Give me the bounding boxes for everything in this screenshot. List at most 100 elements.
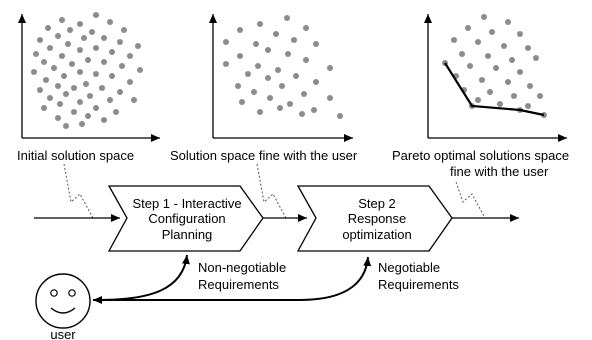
plot1-point — [93, 45, 99, 51]
plot3-point — [505, 79, 511, 85]
plot1-point — [65, 41, 71, 47]
plot3-point — [537, 93, 543, 99]
plot3-point — [451, 37, 457, 43]
plot3-point — [479, 77, 485, 83]
plot1-point — [107, 97, 113, 103]
plot3-point — [505, 19, 511, 25]
user-smile — [50, 307, 76, 314]
plot2-point — [237, 53, 243, 59]
plot3-point — [525, 103, 531, 109]
plot3-point — [525, 45, 531, 51]
plot3-point — [467, 63, 473, 69]
plot2-point — [253, 41, 259, 47]
plot-pareto-optimal — [424, 14, 567, 142]
user-label: user — [50, 327, 76, 340]
step1-line2: Configuration — [148, 211, 225, 226]
plot1-point — [71, 109, 77, 115]
plot2-point — [223, 39, 229, 45]
plot1-point — [99, 85, 105, 91]
plot1-point — [89, 29, 95, 35]
step2-line1: Step 2 — [358, 196, 396, 211]
pareto-front-line — [444, 62, 545, 117]
user-left-eye — [50, 289, 58, 297]
negotiable-label-line1: Negotiable — [378, 260, 440, 275]
plot3-point — [459, 51, 465, 57]
plot2-point — [337, 113, 343, 119]
plot2-point — [265, 75, 271, 81]
plot1-point — [41, 105, 47, 111]
plot1-point — [59, 53, 65, 59]
callout-plot3 — [455, 181, 486, 219]
plot2-point — [285, 51, 291, 57]
plot2-point — [303, 25, 309, 31]
plot1-point — [121, 27, 127, 33]
plot2-point — [291, 37, 297, 43]
plot1-point — [67, 27, 73, 33]
plot3-point — [493, 65, 499, 71]
step1-box: Step 1 - Interactive Configuration Plann… — [107, 185, 264, 252]
plot1-point — [81, 35, 87, 41]
plot1-point — [93, 12, 99, 18]
user-avatar — [35, 273, 91, 329]
plot1-point — [55, 83, 61, 89]
step2-line3: optimization — [342, 227, 411, 242]
plot2-point — [275, 67, 281, 73]
plot1-point — [37, 87, 43, 93]
plot3-point — [481, 14, 487, 20]
plot1-point — [131, 97, 137, 103]
non-negotiable-label-line2: Requirements — [198, 277, 279, 292]
callout-plot1 — [63, 163, 94, 219]
plot1-point — [61, 73, 67, 79]
plot2-point — [237, 27, 243, 33]
plot2-point — [223, 61, 229, 67]
plot1-point — [47, 95, 53, 101]
plot3-point — [487, 89, 493, 95]
plot1-point — [43, 77, 49, 83]
plot1-point — [83, 81, 89, 87]
plot2-point — [327, 65, 333, 71]
plot2-point — [293, 73, 299, 79]
plot2-points — [223, 15, 343, 119]
plot2-point — [303, 57, 309, 63]
step1-line1: Step 1 - Interactive — [132, 196, 241, 211]
plot-initial-solution-space — [18, 12, 160, 142]
plot1-points — [31, 12, 143, 129]
plot2-point — [301, 91, 307, 97]
plot1-point — [85, 113, 91, 119]
plot3-point — [527, 83, 533, 89]
plot1-point — [101, 35, 107, 41]
plot3-point — [475, 39, 481, 45]
plot2-point — [235, 83, 241, 89]
plot3-point — [517, 69, 523, 75]
plot3-point — [533, 55, 539, 61]
plot3-point — [489, 29, 495, 35]
plot1-point — [109, 49, 115, 55]
negotiable-label-line2: Requirements — [378, 277, 459, 292]
callout-plot2 — [256, 163, 287, 219]
plot3-points — [442, 14, 547, 118]
plot2-point — [313, 79, 319, 85]
plot1-point — [117, 39, 123, 45]
plot1-point — [31, 69, 37, 75]
plot3-point — [465, 25, 471, 31]
plot2-point — [279, 83, 285, 89]
plot3-point — [497, 101, 503, 107]
plot2-caption: Solution space fine with the user — [170, 148, 358, 163]
plot1-point — [45, 25, 51, 31]
non-negotiable-arrow — [97, 254, 190, 301]
plot1-point — [77, 47, 83, 53]
user-right-eye — [68, 289, 76, 297]
plot2-point — [255, 63, 261, 69]
plot2-point — [257, 21, 263, 27]
plot1-point — [93, 105, 99, 111]
plot1-point — [113, 109, 119, 115]
plot2-point — [245, 71, 251, 77]
plot2-point — [284, 15, 290, 21]
plot3-point — [517, 31, 523, 37]
plot1-point — [87, 93, 93, 99]
plot1-point — [63, 123, 69, 129]
plot1-point — [79, 121, 85, 127]
plot-solution-space-user — [209, 14, 353, 142]
plot1-point — [77, 69, 83, 75]
